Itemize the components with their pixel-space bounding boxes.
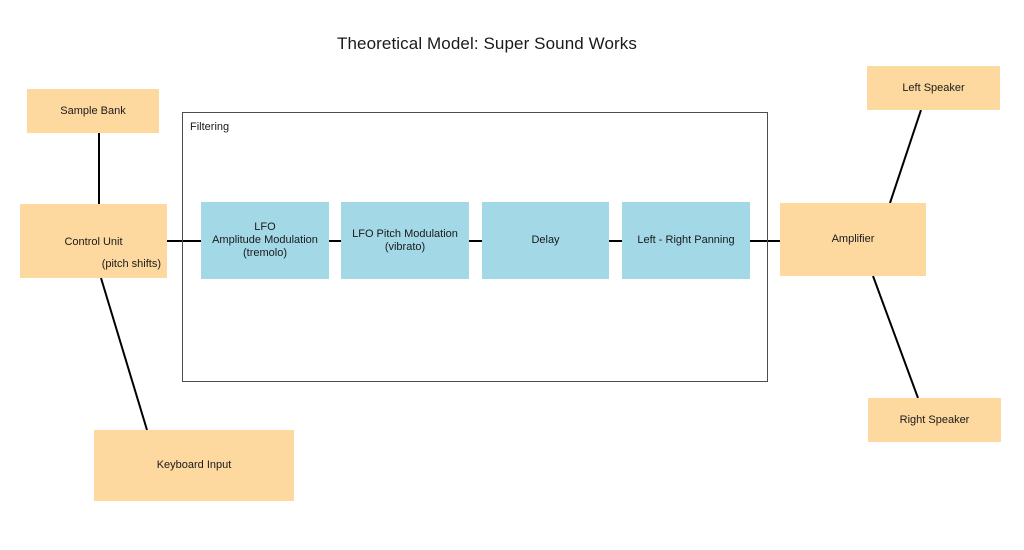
right-speaker-node: Right Speaker (868, 398, 1001, 442)
lfo-pitch-line2: (vibrato) (384, 240, 426, 253)
amplifier-label: Amplifier (831, 233, 875, 245)
keyboard-input-label: Keyboard Input (156, 459, 232, 471)
left-speaker-label: Left Speaker (902, 81, 965, 94)
control-unit-node: Control Unit (pitch shifts) (20, 204, 167, 278)
link-control-unit-keyboard (100, 277, 148, 431)
sample-bank-node: Sample Bank (27, 89, 159, 133)
sample-bank-label: Sample Bank (60, 104, 126, 117)
delay-node: Delay (482, 202, 609, 279)
panning-label: Left - Right Panning (637, 234, 735, 246)
right-speaker-label: Right Speaker (899, 413, 970, 426)
left-speaker-node: Left Speaker (867, 66, 1000, 110)
keyboard-input-node: Keyboard Input (94, 430, 294, 501)
panning-node: Left - Right Panning (622, 202, 750, 279)
filtering-group: Filtering (182, 112, 768, 382)
lfo-pitch-line1: LFO Pitch Modulation (352, 227, 458, 240)
control-unit-sublabel: (pitch shifts) (101, 258, 161, 270)
lfo-amplitude-line2: Amplitude Modulation (212, 234, 318, 246)
filtering-label: Filtering (190, 121, 230, 133)
diagram-title: Theoretical Model: Super Sound Works (337, 34, 637, 53)
delay-label: Delay (531, 234, 560, 246)
lfo-amplitude-line3: (tremolo) (242, 247, 287, 259)
lfo-amplitude-node: LFO Amplitude Modulation (tremolo) (201, 202, 329, 279)
lfo-amplitude-line1: LFO (254, 221, 276, 233)
lfo-pitch-node: LFO Pitch Modulation (vibrato) (341, 202, 469, 279)
link-amplifier-left-speaker (889, 109, 922, 204)
control-unit-label: Control Unit (64, 236, 123, 248)
link-amplifier-right-speaker (872, 275, 919, 399)
amplifier-node: Amplifier (780, 203, 926, 276)
